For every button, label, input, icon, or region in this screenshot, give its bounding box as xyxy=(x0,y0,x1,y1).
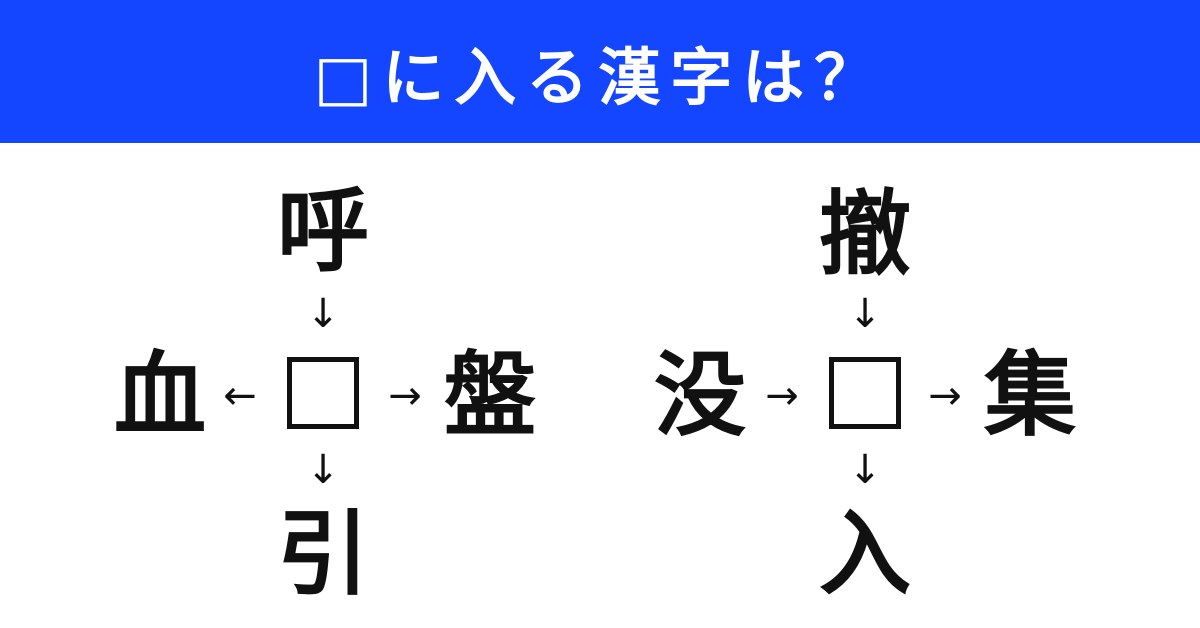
kanji-top: 撤 xyxy=(818,181,912,288)
kanji-bottom: 入 xyxy=(818,501,912,608)
arrow-down-icon: ↓ xyxy=(848,447,882,493)
kanji-left: 没 xyxy=(653,342,747,449)
kanji-bottom: 引 xyxy=(276,501,370,608)
blank-box xyxy=(829,357,901,429)
header-banner: □に入る漢字は？ xyxy=(0,0,1200,143)
page-title: □に入る漢字は？ xyxy=(313,40,887,114)
arrow-right-icon: → xyxy=(928,373,962,419)
arrow-left-icon: ← xyxy=(223,373,257,419)
kanji-left: 血 xyxy=(113,342,207,449)
blank-box xyxy=(287,357,359,429)
arrow-down-icon: ↓ xyxy=(848,291,882,337)
arrow-down-icon: ↓ xyxy=(306,291,340,337)
kanji-right: 盤 xyxy=(443,342,537,449)
kanji-top: 呼 xyxy=(276,178,370,285)
arrow-right-icon: → xyxy=(388,373,422,419)
arrow-down-icon: ↓ xyxy=(306,447,340,493)
arrow-right-icon: → xyxy=(765,373,799,419)
kanji-right: 集 xyxy=(983,342,1077,449)
